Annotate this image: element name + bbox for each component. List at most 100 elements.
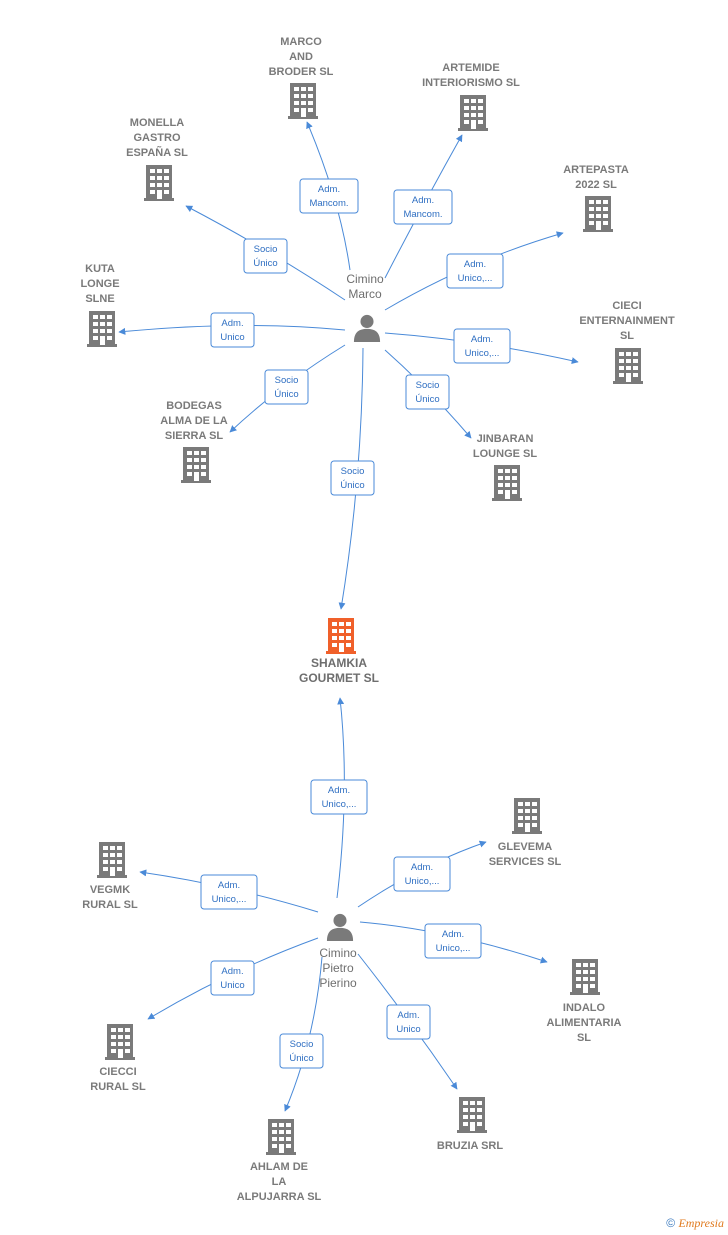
center-company-label-line: GOURMET SL [299, 671, 379, 685]
footer-brand[interactable]: © Empresia [666, 1216, 724, 1231]
relation-box [210, 312, 255, 348]
relation-badge-r13[interactable]: Adm.Unico,... [424, 923, 482, 959]
company-label-line: ALPUJARRA SL [237, 1191, 322, 1203]
relation-text-line: Adm. [221, 966, 243, 977]
relation-badge-r1[interactable]: Adm.Mancom. [299, 178, 359, 214]
person-label-line: Marco [348, 287, 382, 301]
relation-badge-r5[interactable]: Adm.Unico [210, 312, 255, 348]
company-label-line: 2022 SL [575, 179, 617, 191]
relation-text-line: Unico [396, 1024, 420, 1035]
relation-text: Adm.Unico,... [405, 862, 440, 887]
relation-box [393, 856, 451, 892]
relation-badge-r11[interactable]: Adm.Unico,... [393, 856, 451, 892]
relation-text-line: Adm. [397, 1010, 419, 1021]
company-label-line: INDALO [563, 1002, 606, 1014]
relation-box [424, 923, 482, 959]
relation-badge-r14[interactable]: Adm. Unico [210, 960, 255, 996]
company-label: INDALO ALIMENTARIA SL [547, 1002, 622, 1044]
company-label-line: ARTEMIDE [442, 62, 499, 74]
relation-badge-r6[interactable]: Adm.Unico,... [453, 328, 511, 364]
relation-box [386, 1004, 431, 1040]
company-label: BRUZIA SRL [437, 1140, 503, 1152]
relation-badge-r12[interactable]: Adm.Unico,... [200, 874, 258, 910]
company-node-indalo[interactable]: INDALO ALIMENTARIA SL [547, 959, 622, 1044]
company-label-line: LA [272, 1176, 287, 1188]
relation-text: Adm. Unico [220, 966, 244, 991]
relation-text: Adm.Unico,... [465, 334, 500, 359]
relation-box [210, 960, 255, 996]
company-label-line: ENTERNAINMENT [579, 315, 675, 327]
building-icon [105, 1024, 135, 1060]
relation-badge-r15[interactable]: Adm. Unico [386, 1004, 431, 1040]
company-label-line: KUTA [85, 263, 115, 275]
center-company-label-line: SHAMKIA [311, 656, 367, 670]
relation-text-line: Adm. [411, 862, 433, 873]
relation-text-line: Unico [220, 332, 244, 343]
relation-box [405, 374, 450, 410]
relation-box [299, 178, 359, 214]
company-label-line: CIECCI [99, 1066, 136, 1078]
person-label-line: Pietro [322, 961, 354, 975]
brand-logo: Empresia [678, 1216, 724, 1230]
relation-text-line: Socio [275, 375, 299, 386]
company-label-line: ALIMENTARIA [547, 1017, 622, 1029]
building-icon [492, 465, 522, 501]
person-label-line: Cimino [319, 946, 357, 960]
copyright-icon: © [666, 1216, 676, 1230]
relation-box [330, 460, 375, 496]
relation-badge-r2[interactable]: Adm. Mancom. [393, 189, 453, 225]
relation-text: Adm.Unico,... [458, 259, 493, 284]
company-label-line: GASTRO [133, 132, 181, 144]
company-node-bruzia[interactable]: BRUZIA SRL [437, 1097, 503, 1152]
company-label-line: JINBARAN [477, 433, 534, 445]
building-icon [288, 83, 318, 119]
relation-text: Adm. Unico [396, 1010, 420, 1035]
relation-text-line: Adm. [412, 195, 434, 206]
relation-text-line: Mancom. [309, 198, 348, 209]
company-label-line: RURAL SL [82, 899, 138, 911]
company-label-line: RURAL SL [90, 1081, 146, 1093]
relation-badge-r4[interactable]: Adm.Unico,... [446, 253, 504, 289]
relation-badge-r10[interactable]: Adm.Unico,... [310, 779, 368, 815]
company-node-ciecci_rural[interactable]: CIECCI RURAL SL [90, 1024, 146, 1093]
relation-text-line: Unico [220, 980, 244, 991]
relation-text: Adm.Unico [220, 318, 244, 343]
company-label-line: LONGE [80, 278, 119, 290]
building-icon [613, 348, 643, 384]
company-label-line: GLEVEMA [498, 841, 552, 853]
relation-text-line: Mancom. [403, 209, 442, 220]
relation-box [393, 189, 453, 225]
company-label-line: SL [620, 330, 634, 342]
company-label-line: SL [577, 1032, 591, 1044]
relation-box [446, 253, 504, 289]
company-label: CIECCI RURAL SL [90, 1066, 146, 1093]
